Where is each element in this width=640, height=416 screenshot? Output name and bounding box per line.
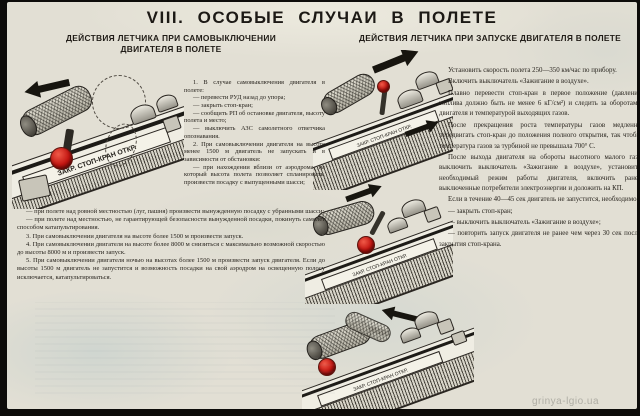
instruction-paragraph: 3. При самовыключении двигателя на высот… [26,232,244,240]
page-title: VIII. ОСОБЫЕ СЛУЧАИ В ПОЛЕТЕ [146,8,498,27]
instruction-item: — выключить АЗС самолетного ответчика оп… [184,125,325,140]
instruction-item: — при нахождении вблизи от аэродрома, на… [184,163,325,186]
instruction-item: — сообщить РП об остановке двигателя, вы… [184,109,325,125]
instruction-item: — перевести РУД назад до упора; [193,94,286,102]
instruction-paragraph: — выключить выключатель «Зажигание в воз… [448,219,601,227]
move-left-arrow-icon [24,78,71,98]
instruction-paragraph: Если в течение 40—45 сек двигатель не за… [448,196,637,204]
instruction-paragraph: Включить выключатель «Зажигание в воздух… [448,78,589,86]
left-column-header: ДЕЙСТВИЯ ЛЕТЧИКА ПРИ САМОВЫКЛЮЧЕНИИ ДВИГ… [15,33,327,56]
switch-guard [399,196,427,219]
console-panel: ЗАКР. СТОП-КРАН ОТКР. [313,80,453,190]
left-header-line1: ДЕЙСТВИЯ ЛЕТЧИКА ПРИ САМОВЫКЛЮЧЕНИИ [65,33,277,43]
right-column-header: ДЕЙСТВИЯ ЛЕТЧИКА ПРИ ЗАПУСКЕ ДВИГАТЕЛЯ В… [358,33,622,43]
instruction-paragraph: После выхода двигателя на обороты высотн… [439,153,637,192]
red-knob [50,147,73,170]
instruction-paragraph: — при полете над ровной местностью (луг,… [26,208,325,215]
red-knob [357,236,375,254]
lever-cap [16,112,41,140]
hand-outline-icon [92,75,146,129]
move-left-arrow-icon [381,306,420,323]
instruction-paragraph: Плавно перевести стоп-кран в первое поло… [439,89,637,118]
console-panel: ЗАКР. СТОП-КРАН ОТКР. [305,206,453,304]
illustration-stop-crane-closing: ЗАКР. СТОП-КРАН ОТКР. [12,59,184,209]
instruction-paragraph: 4. При самовыключении двигателя на высот… [17,240,325,256]
instruction-item: 1. В случае самовыключения двигателя в п… [184,79,325,94]
left-header-line2: ДВИГАТЕЛЯ В ПОЛЕТЕ [120,44,222,55]
red-toggle-tip [377,80,390,93]
instruction-item: — закрыть стоп-кран; [193,102,253,110]
climb-arrow-icon [372,50,419,74]
illustration-stop-crane-fully-open: ЗАКР. СТОП-КРАН ОТКР. [302,300,474,409]
instruction-paragraph: 5. При самовыключении двигателя ночью на… [17,257,325,281]
red-knob [318,358,336,376]
illustration-stop-crane-first-position: ЗАКР. СТОП-КРАН ОТКР. [313,50,453,190]
instruction-paragraph: — при полете над местностью, не гарантир… [17,216,325,232]
move-right-arrow-icon [345,184,382,203]
watermark: grinya-lgio.ua [532,396,600,407]
instruction-paragraph: — повторить запуск двигателя не ранее че… [439,230,637,248]
engine-shutdown-instructions: 1. В случае самовыключения двигателя в п… [184,79,325,187]
instruction-item: 2. При самовыключении двигателя на высот… [184,140,325,163]
instruction-paragraph: После прекращения роста температуры газо… [439,121,637,150]
instruction-paragraph: Установить скорость полета 250—350 км/ча… [448,67,617,74]
console-panel: ЗАКР. СТОП-КРАН ОТКР. [302,314,474,409]
move-right-arrow-icon [404,120,439,138]
instruction-paragraph: — закрыть стоп-кран; [448,207,513,215]
engine-restart-instructions: Установить скорость полета 250—350 км/ча… [439,66,637,251]
engine-shutdown-instructions-continued: — при полете над ровной местностью (луг,… [17,208,325,282]
poster: VIII. ОСОБЫЕ СЛУЧАИ В ПОЛЕТЕ ДЕЙСТВИЯ ЛЕ… [7,2,637,409]
illustration-stop-crane-moving: ЗАКР. СТОП-КРАН ОТКР. [305,184,453,304]
reverse-side-bleedthrough [35,302,335,394]
stop-crane-lever [317,69,379,119]
